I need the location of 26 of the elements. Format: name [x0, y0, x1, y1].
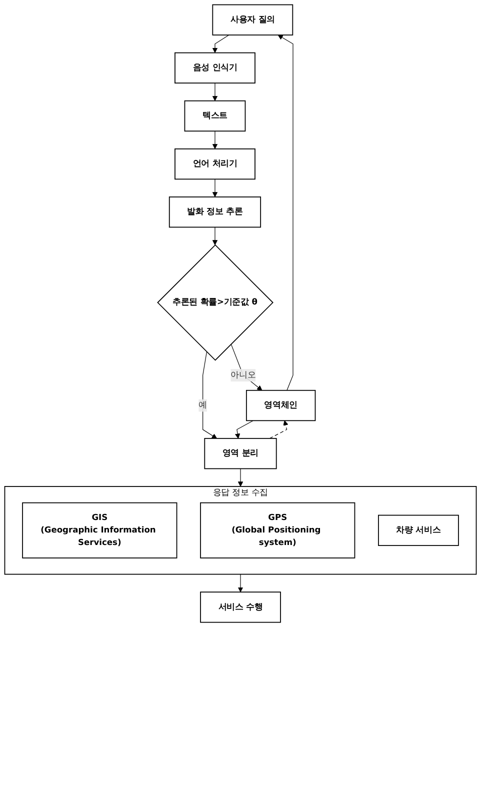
node-box: GPS (Global Positioning system) [200, 502, 356, 558]
arrow [238, 468, 244, 487]
edge-label: 예 [198, 400, 207, 410]
arrow [269, 420, 288, 439]
node-box: 영역체인 [246, 390, 316, 422]
node-box: GIS (Geographic Information Services) [22, 502, 178, 558]
arrow [212, 226, 218, 246]
arrow [212, 34, 230, 54]
node-box: 영역 분리 [204, 438, 277, 470]
node-box: 서비스 수행 [200, 592, 281, 623]
node-diamond: 추론된 확률>기준값 θ [157, 244, 274, 361]
node-box: 발화 정보 추론 [168, 196, 262, 228]
arrow [238, 574, 244, 592]
node-box: 사용자 질의 [212, 4, 294, 36]
arrow [230, 344, 262, 391]
arrow [234, 420, 254, 439]
node-box: 음성 인식기 [174, 52, 256, 84]
edge-label: 아니오 [230, 370, 256, 380]
arrow [212, 82, 218, 102]
node-box: 텍스트 [184, 100, 246, 132]
arrow [202, 352, 217, 439]
arrow [278, 34, 294, 391]
arrow [212, 130, 218, 150]
node-box: 차량 서비스 [378, 514, 459, 546]
node-box: 언어 처리기 [174, 148, 256, 180]
arrow [212, 178, 218, 198]
